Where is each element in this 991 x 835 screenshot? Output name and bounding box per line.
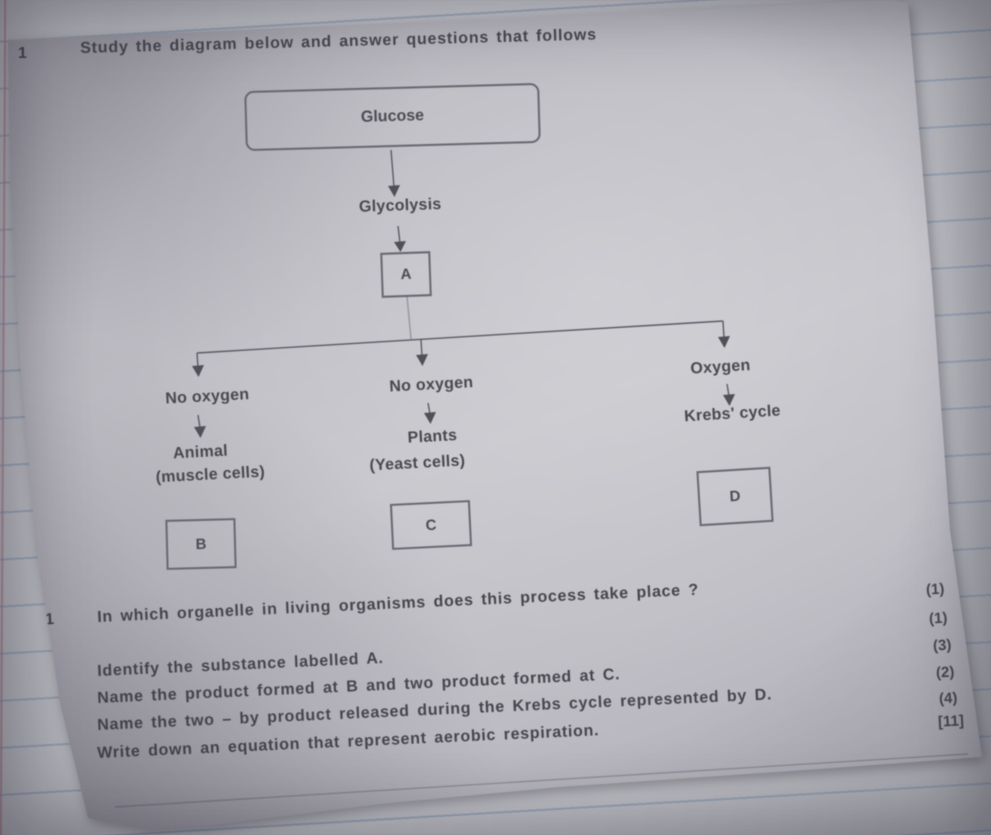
arrow-branch-middle [416, 339, 428, 366]
glucose-label: Glucose [360, 107, 425, 126]
box-c-label: C [425, 516, 437, 534]
glucose-box: Glucose [244, 82, 541, 152]
arrow-no-oxygen-left-down [194, 414, 206, 438]
arrow-glycolysis-to-a [394, 225, 406, 252]
question-number: 1 [18, 45, 28, 62]
arrow-glucose-to-glycolysis [388, 149, 400, 197]
paper-crease-line [114, 753, 969, 808]
question-1-3-number: 1.3 [30, 691, 56, 710]
arrow-oxygen-down [723, 383, 735, 406]
arrow-branch-left [192, 352, 204, 377]
branch-horizontal-bar [196, 320, 724, 354]
mark-1-5: (4) [938, 689, 958, 708]
box-b-label: B [195, 535, 207, 553]
box-a-label: A [400, 265, 412, 284]
mark-1-4: (2) [935, 663, 955, 682]
mark-1-2: (1) [928, 609, 948, 628]
question-1-2-number: 1.2 [30, 664, 56, 683]
glycolysis-label: Glycolysis [358, 195, 442, 216]
mark-1-1: (1) [925, 580, 945, 599]
question-1-5-number: 1.5 [30, 746, 56, 765]
question-1-1-number: 1.1 [30, 610, 56, 629]
arrow-branch-right [718, 320, 730, 348]
mark-1-3: (3) [932, 636, 952, 655]
connector-a-to-bar [406, 295, 412, 340]
box-a: A [380, 251, 432, 298]
box-d: D [696, 466, 774, 527]
box-c: C [389, 500, 473, 550]
mark-total: [11] [937, 712, 965, 731]
arrow-no-oxygen-mid-down [424, 402, 436, 424]
box-b: B [165, 518, 237, 570]
box-d-label: D [729, 487, 741, 506]
plants-label: Plants [407, 427, 458, 447]
question-1-4-number: 1.4 [30, 718, 56, 737]
